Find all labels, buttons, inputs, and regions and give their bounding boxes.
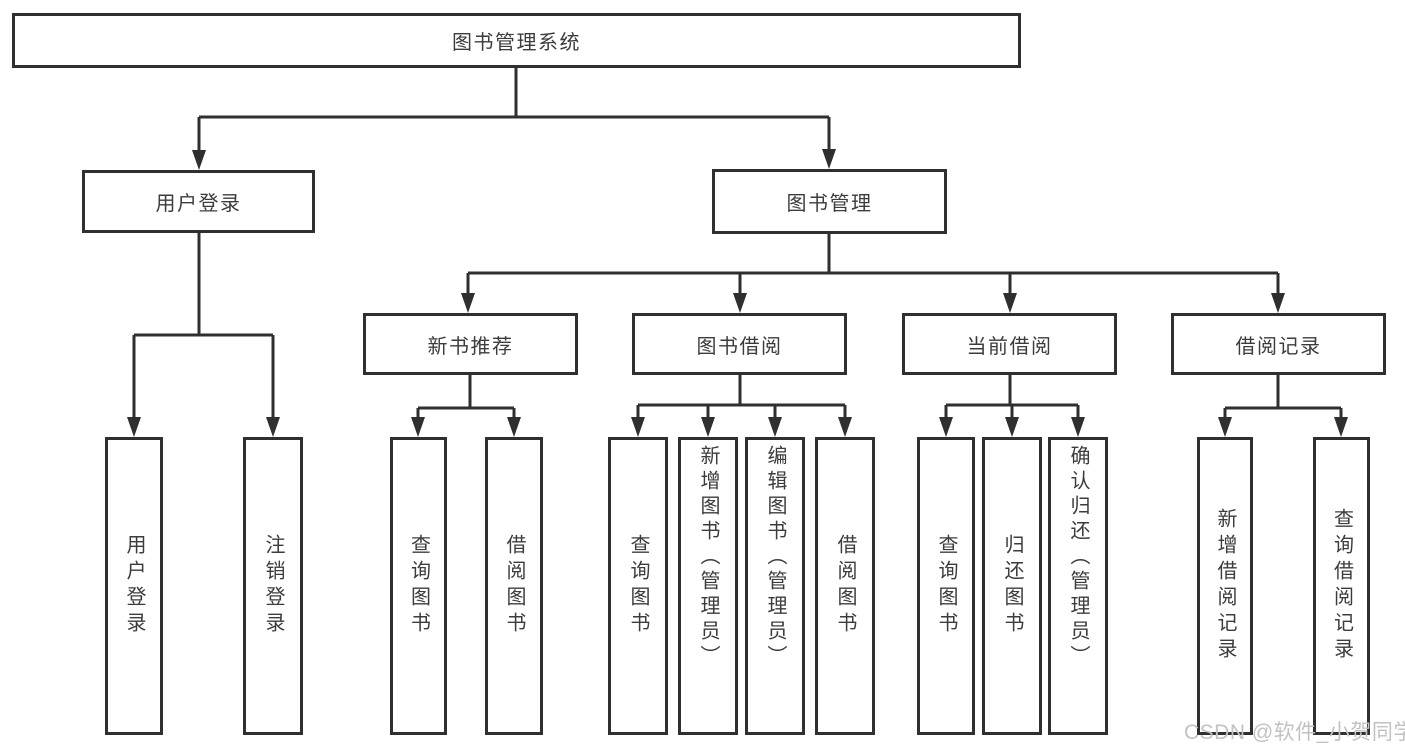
leaf-label: 新增借阅记录 xyxy=(1214,508,1236,664)
node-current-borrow: 当前借阅 xyxy=(902,313,1117,375)
node-book-management: 图书管理 xyxy=(712,169,947,234)
connector-user-login-branch xyxy=(127,233,280,437)
node-label: 借阅记录 xyxy=(1235,335,1322,358)
node-new-book-recommend: 新书推荐 xyxy=(363,313,578,375)
leaf-logout: 注销登录 xyxy=(243,437,303,735)
connector-book-management-branch xyxy=(461,234,1285,313)
arrowhead xyxy=(1005,417,1019,437)
connector-root-branch xyxy=(192,68,836,170)
leaf-cb-query-books: 查询图书 xyxy=(917,437,975,735)
leaf-label: 用户登录 xyxy=(123,534,145,638)
arrowhead xyxy=(939,417,953,437)
node-label: 图书管理系统 xyxy=(452,32,581,54)
arrowhead xyxy=(411,417,425,437)
leaf-bb-borrow-books: 借阅图书 xyxy=(815,437,875,735)
arrowhead xyxy=(838,417,852,437)
node-label: 用户登录 xyxy=(155,193,242,215)
arrowhead xyxy=(768,417,782,437)
connector-book-borrow-branch xyxy=(631,375,852,437)
leaf-label: 查询图书 xyxy=(935,534,957,638)
node-user-login: 用户登录 xyxy=(82,170,315,233)
arrowhead xyxy=(1218,417,1232,437)
node-label: 图书管理 xyxy=(786,193,873,215)
leaf-label: 编辑图书（管理员） xyxy=(764,445,786,670)
leaf-br-query-record: 查询借阅记录 xyxy=(1313,437,1370,735)
arrowhead xyxy=(1334,417,1348,437)
leaf-user-login: 用户登录 xyxy=(105,437,163,735)
leaf-label: 查询借阅记录 xyxy=(1330,508,1353,664)
leaf-nb-query-books: 查询图书 xyxy=(390,437,447,735)
arrowhead xyxy=(127,417,141,437)
arrowhead xyxy=(192,150,206,170)
leaf-br-add-record: 新增借阅记录 xyxy=(1197,437,1253,735)
arrowhead xyxy=(461,293,475,313)
arrowhead xyxy=(507,417,521,437)
leaf-nb-borrow-books: 借阅图书 xyxy=(485,437,543,735)
leaf-label: 借阅图书 xyxy=(503,534,525,638)
arrowhead xyxy=(822,149,836,169)
node-book-borrow: 图书借阅 xyxy=(632,313,847,375)
arrowhead xyxy=(733,293,747,313)
node-label: 当前借阅 xyxy=(966,335,1053,358)
node-label: 图书借阅 xyxy=(696,335,783,358)
arrowhead xyxy=(1071,417,1085,437)
leaf-bb-query-books: 查询图书 xyxy=(608,437,668,735)
connector-new-book-branch xyxy=(411,375,521,437)
leaf-cb-confirm-return-admin: 确认归还（管理员） xyxy=(1048,437,1108,735)
leaf-label: 借阅图书 xyxy=(834,534,856,638)
leaf-bb-add-books-admin: 新增图书（管理员） xyxy=(678,437,738,735)
arrowhead xyxy=(631,417,645,437)
leaf-label: 确认归还（管理员） xyxy=(1067,445,1089,670)
leaf-label: 查询图书 xyxy=(407,534,430,638)
node-library-management-system: 图书管理系统 xyxy=(12,13,1021,68)
arrowhead xyxy=(701,417,715,437)
connector-current-borrow-branch xyxy=(939,375,1085,437)
arrowhead xyxy=(1003,293,1017,313)
arrowhead xyxy=(1271,293,1285,313)
leaf-cb-return-books: 归还图书 xyxy=(982,437,1042,735)
node-borrow-records: 借阅记录 xyxy=(1171,313,1386,375)
leaf-bb-edit-books-admin: 编辑图书（管理员） xyxy=(745,437,805,735)
leaf-label: 新增图书（管理员） xyxy=(697,445,719,670)
leaf-label: 归还图书 xyxy=(1001,534,1023,638)
leaf-label: 查询图书 xyxy=(627,534,649,638)
leaf-label: 注销登录 xyxy=(262,534,284,638)
csdn-watermark: CSDN @软件_小贺同学 xyxy=(1184,721,1405,744)
node-label: 新书推荐 xyxy=(427,335,514,358)
connector-borrow-records-branch xyxy=(1218,375,1348,437)
arrowhead xyxy=(266,417,280,437)
